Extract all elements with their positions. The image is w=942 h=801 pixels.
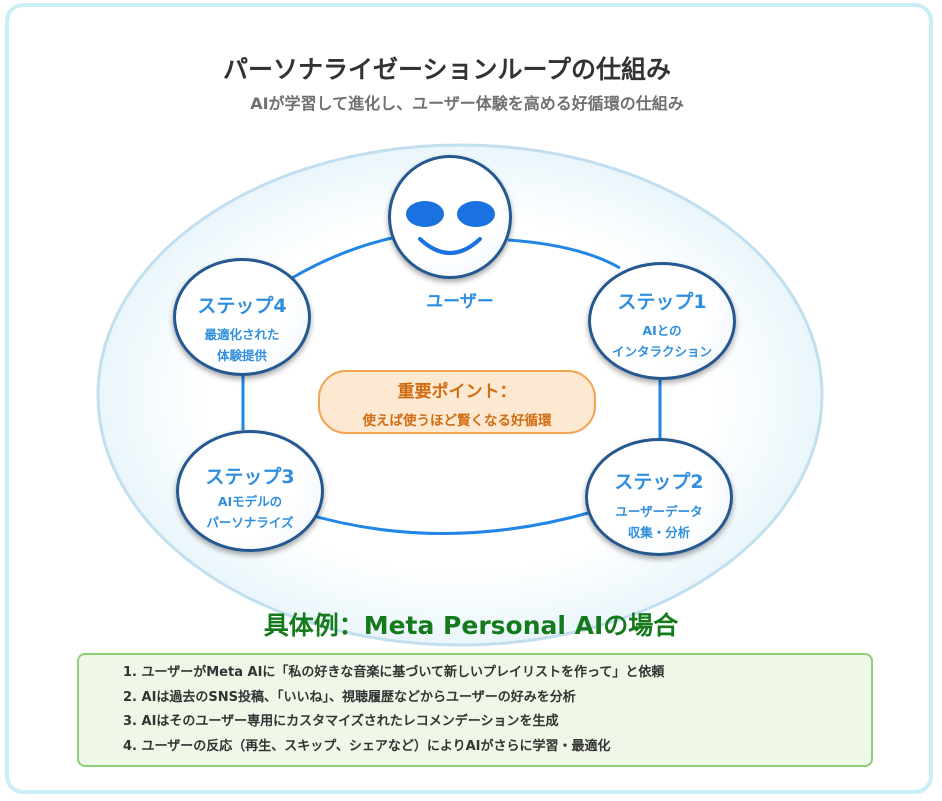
step2-desc-line2: 収集・分析 xyxy=(627,525,691,540)
user-label: ユーザー xyxy=(426,292,494,312)
example-item-3: 3. AIはそのユーザー専用にカスタマイズされたレコメンデーションを生成 xyxy=(123,714,559,729)
example-list: 1. ユーザーがMeta AIに「私の好きな音楽に基づいて新しいプレイリストを作… xyxy=(123,661,664,759)
step1-desc-line1: AIとの xyxy=(642,323,682,338)
user-face xyxy=(388,155,512,279)
step3-desc-line2: パーソナライズ xyxy=(206,515,294,530)
step1-circle: ステップ1 AIとの インタラクション xyxy=(588,262,736,380)
connector-user-step1 xyxy=(507,238,621,270)
step2-title: ステップ2 xyxy=(614,471,704,493)
step2-desc-line1: ユーザーデータ xyxy=(615,504,703,519)
connector-step2-step3 xyxy=(299,510,593,535)
step1-title: ステップ1 xyxy=(617,291,707,313)
step4-desc-line2: 体験提供 xyxy=(216,348,267,363)
connector-step4-user xyxy=(291,236,393,280)
key-point-title: 重要ポイント： xyxy=(397,382,517,402)
page-subtitle: AIが学習して進化し、ユーザー体験を高める好循環の仕組み xyxy=(250,94,684,113)
loop-connectors xyxy=(241,236,662,535)
key-point-body: 使えば使うほど賢くなる好循環 xyxy=(362,413,552,429)
left-eye-icon xyxy=(406,201,444,227)
example-item-2: 2. AIは過去のSNS投稿、「いいね」、視聴履歴などからユーザーの好みを分析 xyxy=(123,689,576,705)
example-item-4: 4. ユーザーの反応（再生、スキップ、シェアなど）によりAIがさらに学習・最適化 xyxy=(123,738,611,754)
page-title: パーソナライゼーションループの仕組み xyxy=(222,55,671,84)
right-eye-icon xyxy=(457,201,495,227)
step4-desc-line1: 最適化された xyxy=(204,327,280,342)
step3-title: ステップ3 xyxy=(205,466,295,488)
example-box: 1. ユーザーがMeta AIに「私の好きな音楽に基づいて新しいプレイリストを作… xyxy=(77,653,873,767)
step3-desc-line1: AIモデルの xyxy=(217,494,283,509)
example-item-1: 1. ユーザーがMeta AIに「私の好きな音楽に基づいて新しいプレイリストを作… xyxy=(123,665,665,680)
smile-icon xyxy=(418,237,482,255)
step1-desc-line2: インタラクション xyxy=(611,344,712,359)
step4-title: ステップ4 xyxy=(197,295,287,317)
step3-circle: ステップ3 AIモデルの パーソナライズ xyxy=(176,430,324,552)
key-point-box: 重要ポイント： 使えば使うほど賢くなる好循環 xyxy=(318,370,596,434)
step4-circle: ステップ4 最適化された 体験提供 xyxy=(173,258,311,376)
example-heading: 具体例：Meta Personal AIの場合 xyxy=(263,611,679,640)
step2-circle: ステップ2 ユーザーデータ 収集・分析 xyxy=(585,438,733,556)
